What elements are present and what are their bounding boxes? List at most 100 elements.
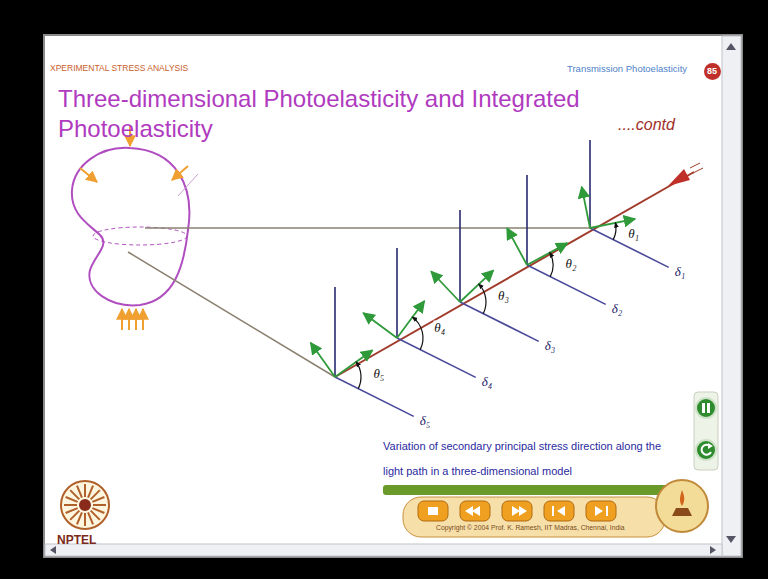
logo-spoke [91, 511, 100, 520]
player-button [586, 501, 616, 521]
slice-label: δ₅ [420, 414, 431, 429]
player-button [586, 501, 616, 521]
angle-arc [412, 317, 423, 350]
principal-direction-arrow [397, 301, 424, 338]
logo-spoke [77, 512, 82, 524]
nptel-logo [61, 481, 109, 529]
logo-spoke [77, 486, 82, 498]
vertical-axis [334, 287, 336, 377]
vertical-axis [589, 140, 591, 228]
slice-frames [311, 140, 669, 416]
angle-arc [356, 362, 361, 389]
logo-spoke [70, 490, 79, 499]
load-arrow [172, 166, 188, 180]
continued-note: ....contd [618, 116, 675, 134]
load-arrow [135, 309, 137, 330]
player-button [502, 501, 532, 521]
principal-direction-arrow [363, 313, 397, 338]
slice-baseline [460, 302, 539, 341]
scroll-arrow [50, 546, 56, 554]
logo-spoke [91, 490, 100, 499]
load-arrow [128, 309, 130, 330]
angle-label: θ₄ [433, 320, 446, 335]
player-button [544, 501, 574, 521]
load-arrows [122, 309, 143, 330]
page-number-badge: 85 [704, 63, 721, 80]
vertical-axis [526, 175, 528, 265]
screen-area [44, 35, 742, 557]
slice-label: δ₁ [675, 265, 686, 280]
nptel-logo [79, 499, 91, 511]
pause-icon [702, 403, 705, 413]
pause-button [696, 398, 716, 418]
player-button [460, 501, 490, 521]
logo-spoke [66, 508, 78, 513]
scroll-arrow [710, 546, 716, 554]
scroll-arrow [726, 536, 736, 543]
section-ellipse [93, 227, 187, 245]
load-arrow [121, 309, 123, 330]
angle-label: θ₂ [565, 257, 578, 272]
vertical-axis [396, 248, 398, 338]
player-button [418, 501, 448, 521]
logo-spoke [92, 497, 104, 502]
principal-direction-arrow [431, 272, 460, 302]
light-arrowhead [668, 169, 690, 186]
progress-bar [383, 485, 668, 495]
slide-title: Three-dimensional Photoelasticity and In… [58, 84, 668, 144]
nptel-logo [64, 484, 106, 526]
player-icon [552, 506, 565, 516]
scrollbar [722, 36, 741, 556]
replay-icon [708, 443, 713, 449]
scrollbar [45, 544, 722, 556]
angle-arc [613, 223, 616, 240]
figure-caption: Variation of secondary principal stress … [383, 434, 683, 484]
slice-baseline [335, 377, 414, 416]
logo-spoke [88, 486, 93, 498]
copyright-note: Copyright © 2004 Prof. K. Ramesh, IIT Ma… [436, 524, 625, 532]
principal-direction-arrow [460, 270, 493, 302]
flame-icon [680, 490, 684, 506]
slice-label: δ₃ [545, 339, 556, 354]
principal-direction-arrow [507, 228, 527, 265]
principal-direction-arrow [527, 243, 567, 265]
player-button [544, 501, 574, 521]
player-button [418, 501, 448, 521]
projection-line [128, 252, 335, 377]
logo-spoke [92, 508, 104, 513]
projection-line [145, 227, 590, 229]
logo-spoke [66, 497, 78, 502]
replay-button [696, 440, 716, 460]
lamp-icon [672, 508, 692, 516]
logo-spoke [88, 512, 93, 524]
angle-label: θ₁ [627, 226, 640, 241]
course-header: XPERIMENTAL STRESS ANALYSIS [50, 64, 188, 74]
principal-direction-arrow [311, 343, 335, 377]
section-header: Transmission Photoelasticity [567, 64, 687, 75]
institute-logo [656, 480, 708, 532]
light-path [335, 172, 694, 377]
player-buttons [418, 501, 616, 521]
principal-direction-arrow [335, 350, 372, 377]
player-panel [403, 497, 665, 537]
principal-direction-arrow [582, 187, 590, 228]
slice-baseline [397, 338, 476, 377]
load-arrow [80, 168, 97, 182]
scroll-arrow [726, 43, 736, 50]
light-path [690, 163, 700, 168]
player-icon [465, 506, 480, 516]
load-arrow [142, 309, 144, 330]
light-path [693, 168, 703, 173]
vertical-axis [459, 210, 461, 302]
pause-icon [707, 403, 710, 413]
angle-label: θ₃ [497, 288, 510, 303]
logo-spoke [93, 504, 106, 506]
angle-arc [479, 284, 486, 314]
side-panel [694, 392, 718, 470]
player-icon [595, 506, 608, 516]
page-number: 85 [707, 67, 717, 76]
player-button [502, 501, 532, 521]
guide-line [178, 174, 198, 196]
logo-spoke [84, 513, 86, 526]
